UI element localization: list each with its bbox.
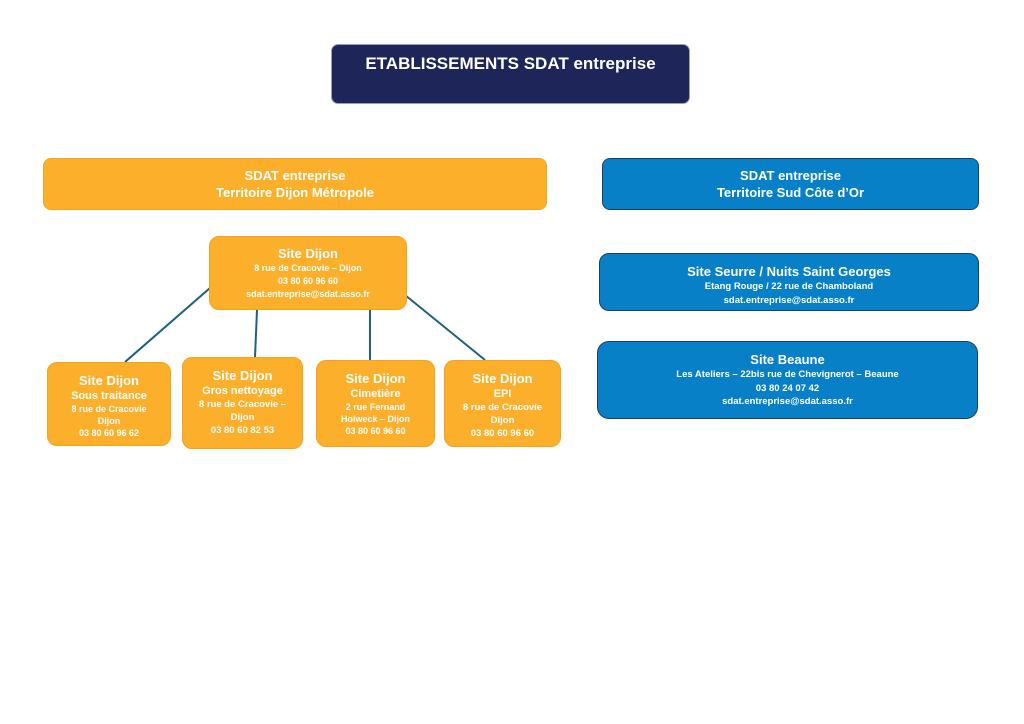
site-phone: 03 80 60 96 60 [277,276,339,286]
site-phone: 03 80 60 82 53 [210,425,275,436]
site-activity: Gros nettoyage [202,385,283,397]
site-name: Site Dijon [278,246,338,261]
site-address-line1: 8 rue de Cracovie – [198,399,287,410]
territory-line2: Territoire Sud Côte d’Or [716,185,865,200]
page-title-box: ETABLISSEMENTS SDAT entreprise [331,44,690,104]
connector-to-sous-traitance [124,287,211,363]
site-address-line2: Dijon [97,416,121,426]
site-name: Site Beaune [750,352,825,367]
site-name: Site Dijon [472,371,533,386]
page-title: ETABLISSEMENTS SDAT entreprise [365,54,656,73]
site-name: Site Dijon [79,373,139,388]
site-phone: 03 80 60 96 60 [345,426,406,436]
site-name: Site Seurre / Nuits Saint Georges [687,264,891,279]
site-seurre-nuits: Site Seurre / Nuits Saint Georges Etang … [599,253,979,311]
connector-to-gros-nettoyage [254,309,258,358]
sub-site-sous-traitance: Site Dijon Sous traitance 8 rue de Craco… [47,362,171,446]
site-activity: EPI [493,388,512,400]
main-site-dijon: Site Dijon 8 rue de Cracovie – Dijon 03 … [209,236,407,310]
site-address: Etang Rouge / 22 rue de Chamboland [704,281,874,292]
site-address: Les Ateliers – 22bis rue de Chevignerot … [676,369,899,380]
site-email: sdat.entreprise@sdat.asso.fr [723,294,855,306]
site-activity: Sous traitance [71,390,147,402]
site-address: 8 rue de Cracovie – Dijon [254,263,362,273]
territory-line2: Territoire Dijon Métropole [216,185,374,200]
site-activity: Cimetière [350,388,401,400]
site-phone: 03 80 24 07 42 [755,382,820,394]
site-address-line2: Dijon [490,415,515,426]
site-address-line1: 2 rue Fernand [345,402,406,412]
site-phone: 03 80 60 96 62 [78,428,140,438]
sub-site-gros-nettoyage: Site Dijon Gros nettoyage 8 rue de Craco… [182,357,303,449]
site-name: Site Dijon [345,371,406,386]
site-address-line2: Holweck – Dijon [340,414,411,424]
territory-line1: SDAT entreprise [740,168,841,183]
site-address-line1: 8 rue de Cracovie [71,404,147,414]
site-phone: 03 80 60 96 60 [470,428,535,439]
territory-line1: SDAT entreprise [244,168,346,183]
site-email: sdat.entreprise@sdat.asso.fr [246,289,370,299]
territory-sud-cote-dor: SDAT entreprise Territoire Sud Côte d’Or [602,158,979,210]
connector-to-epi [404,294,486,361]
site-beaune: Site Beaune Les Ateliers – 22bis rue de … [597,341,978,419]
site-address-line1: 8 rue de Cracovie [462,402,543,413]
site-name: Site Dijon [212,368,273,383]
territory-dijon-metropole: SDAT entreprise Territoire Dijon Métropo… [43,158,547,210]
site-email: sdat.entreprise@sdat.asso.fr [722,396,853,407]
sub-site-cimetiere: Site Dijon Cimetière 2 rue Fernand Holwe… [316,360,435,447]
sub-site-epi: Site Dijon EPI 8 rue de Cracovie Dijon 0… [444,360,561,447]
site-address-line2: Dijon [230,412,255,423]
